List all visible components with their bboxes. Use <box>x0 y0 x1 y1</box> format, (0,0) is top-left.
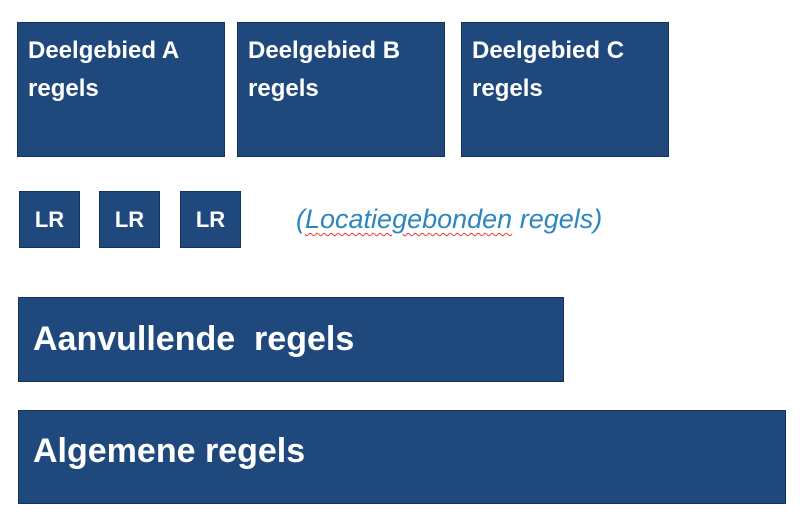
supplementary-rules-label: Aanvullende regels <box>33 320 355 358</box>
subarea-a-title: Deelgebied A <box>28 37 180 64</box>
note-misspelled-word: Locatiegebonden <box>305 204 513 234</box>
subarea-c-box: Deelgebied C regels <box>461 22 669 157</box>
location-rule-box-3: LR <box>180 191 241 248</box>
subarea-b-title: Deelgebied B <box>248 37 401 64</box>
subarea-b-subtitle: regels <box>248 75 319 102</box>
location-rule-label-3: LR <box>195 206 226 232</box>
location-rule-label-1: LR <box>34 206 65 232</box>
location-rules-note: (Locatiegebonden regels) <box>296 204 602 235</box>
subarea-a-subtitle: regels <box>28 75 99 102</box>
general-rules-box: Algemene regels <box>18 410 786 504</box>
location-rule-box-2: LR <box>99 191 160 248</box>
location-rule-label-2: LR <box>114 206 145 232</box>
subarea-c-subtitle: regels <box>472 75 543 102</box>
general-rules-label: Algemene regels <box>33 431 306 470</box>
subarea-a-box: Deelgebied A regels <box>17 22 225 157</box>
subarea-b-box: Deelgebied B regels <box>237 22 445 157</box>
supplementary-rules-box: Aanvullende regels <box>18 297 564 382</box>
note-open-paren: ( <box>296 204 305 234</box>
subarea-c-title: Deelgebied C <box>472 37 625 64</box>
note-rest: regels) <box>512 204 603 234</box>
location-rule-box-1: LR <box>19 191 80 248</box>
